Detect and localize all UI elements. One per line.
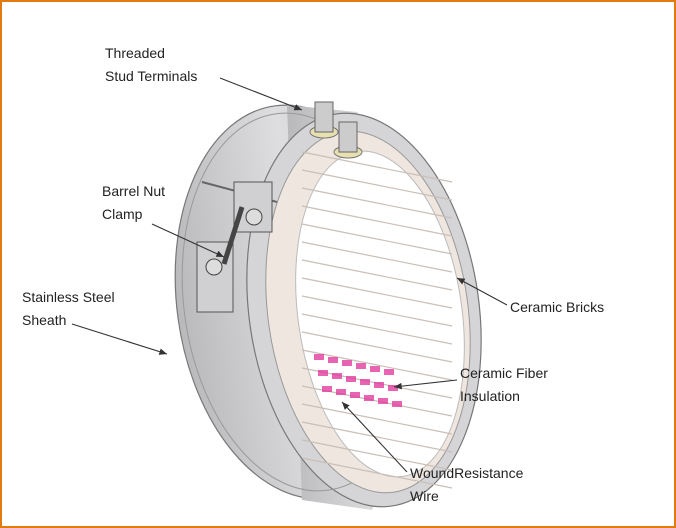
- wire-coil: [374, 382, 384, 388]
- brick-seam: [301, 421, 453, 453]
- brick-seam: [301, 205, 453, 237]
- brick-seam: [301, 403, 453, 435]
- wire-coil: [328, 357, 338, 363]
- barrel-nut-clamp: [196, 181, 273, 313]
- label-line: Barrel Nut: [102, 183, 166, 199]
- arrow-sheath: [71, 323, 168, 355]
- label-line: Clamp: [102, 206, 143, 222]
- brick-seam: [301, 259, 453, 291]
- wire-coil: [388, 385, 398, 391]
- arrow-terminals: [219, 77, 303, 111]
- label-ceramic-fiber-insulation: Ceramic Fiber Insulation: [460, 362, 548, 408]
- label-line: Sheath: [22, 312, 67, 328]
- wire-coil: [342, 360, 352, 366]
- brick-seam: [301, 151, 453, 183]
- brick-seam: [301, 277, 453, 309]
- wire-coil: [384, 369, 394, 375]
- arrow-wire: [341, 401, 408, 473]
- wire-coil: [378, 398, 388, 404]
- brick-seam: [301, 313, 453, 345]
- brick-seam: [301, 187, 453, 219]
- brick-seam: [301, 169, 453, 201]
- resistance-wire: [314, 354, 402, 407]
- label-stainless-steel-sheath: Stainless Steel Sheath: [22, 286, 115, 332]
- arrow-bricks: [456, 277, 508, 306]
- brick-seam: [301, 457, 453, 489]
- label-line: WoundResistance: [410, 465, 524, 481]
- brick-seam: [301, 349, 453, 381]
- wire-coil: [350, 392, 360, 398]
- brick-seam: [301, 331, 453, 363]
- wire-coil: [322, 386, 332, 392]
- arrow-clamp: [151, 223, 225, 258]
- label-ceramic-bricks: Ceramic Bricks: [510, 296, 604, 319]
- ceramic-bricks: [265, 130, 471, 494]
- brick-seam: [301, 295, 453, 327]
- wire-coil: [318, 370, 328, 376]
- wire-coil: [356, 363, 366, 369]
- wire-coil: [332, 373, 342, 379]
- label-line: Stud Terminals: [105, 68, 198, 84]
- wire-coil: [314, 354, 324, 360]
- wire-coil: [360, 379, 370, 385]
- label-barrel-nut-clamp: Barrel Nut Clamp: [102, 180, 165, 226]
- label-line: Insulation: [460, 388, 520, 404]
- stud-terminals: [309, 101, 363, 159]
- wire-coil: [392, 401, 402, 407]
- wire-coil: [370, 366, 380, 372]
- label-line: Ceramic Fiber: [460, 365, 548, 381]
- label-line: Threaded: [105, 45, 165, 61]
- brick-seam: [301, 439, 453, 471]
- brick-seam: [301, 223, 453, 255]
- wire-coil: [364, 395, 374, 401]
- label-threaded-stud-terminals: Threaded Stud Terminals: [105, 42, 197, 88]
- label-line: Stainless Steel: [22, 289, 115, 305]
- wire-coil: [336, 389, 346, 395]
- label-wound-resistance-wire: WoundResistance Wire: [410, 462, 523, 508]
- label-line: Ceramic Bricks: [510, 299, 605, 315]
- arrow-insulation: [393, 379, 458, 390]
- label-line: Wire: [410, 488, 439, 504]
- wire-coil: [346, 376, 356, 382]
- brick-seam: [301, 241, 453, 273]
